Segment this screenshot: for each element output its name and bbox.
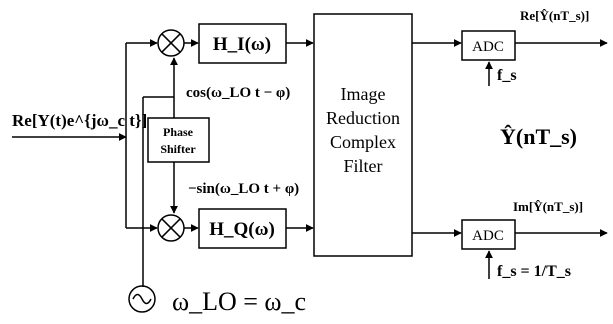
adc-i-box xyxy=(461,30,516,61)
adc-i-label: ADC xyxy=(472,39,504,55)
adc-q-output-label: Im[Ŷ(nT_s)] xyxy=(513,199,583,214)
oscillator-i-label: cos(ω_LO t − φ) xyxy=(186,85,290,101)
filter-q-label: H_Q(ω) xyxy=(209,219,275,240)
image-filter-label-line1: Image xyxy=(341,84,386,104)
sine-wave-source-icon xyxy=(128,285,156,313)
adc-q-label: ADC xyxy=(472,228,504,244)
filter-i-label: H_I(ω) xyxy=(213,34,271,55)
adc-q-clock-label: f_s = 1/T_s xyxy=(497,263,571,280)
oscillator-q-label: −sin(ω_LO t + φ) xyxy=(188,181,299,197)
adc-i-clock-label: f_s xyxy=(497,67,517,84)
phase-shifter-label-line1: Phase xyxy=(163,125,194,139)
phase-shifter-label-line2: Shifter xyxy=(160,142,196,156)
phase-shifter-box xyxy=(147,117,210,163)
mixer-i-cross-b xyxy=(161,33,181,53)
image-filter-label-line4: Filter xyxy=(344,156,383,176)
image-filter-box xyxy=(313,13,413,257)
image-filter-label-line3: Complex xyxy=(330,132,396,152)
adc-q-box xyxy=(461,219,516,250)
image-filter-label-line2: Reduction xyxy=(326,108,400,128)
lo-frequency-label: ω_LO = ω_c xyxy=(172,287,306,316)
mixer-q-cross-b xyxy=(161,218,181,238)
sine-wave-glyph xyxy=(132,293,152,305)
adc-i-output-label: Re[Ŷ(nT_s)] xyxy=(520,8,589,23)
complex-output-label: Ŷ(nT_s) xyxy=(500,124,577,149)
input-signal-label: Re[Y(t)e^{jω_c t}] xyxy=(12,111,147,130)
